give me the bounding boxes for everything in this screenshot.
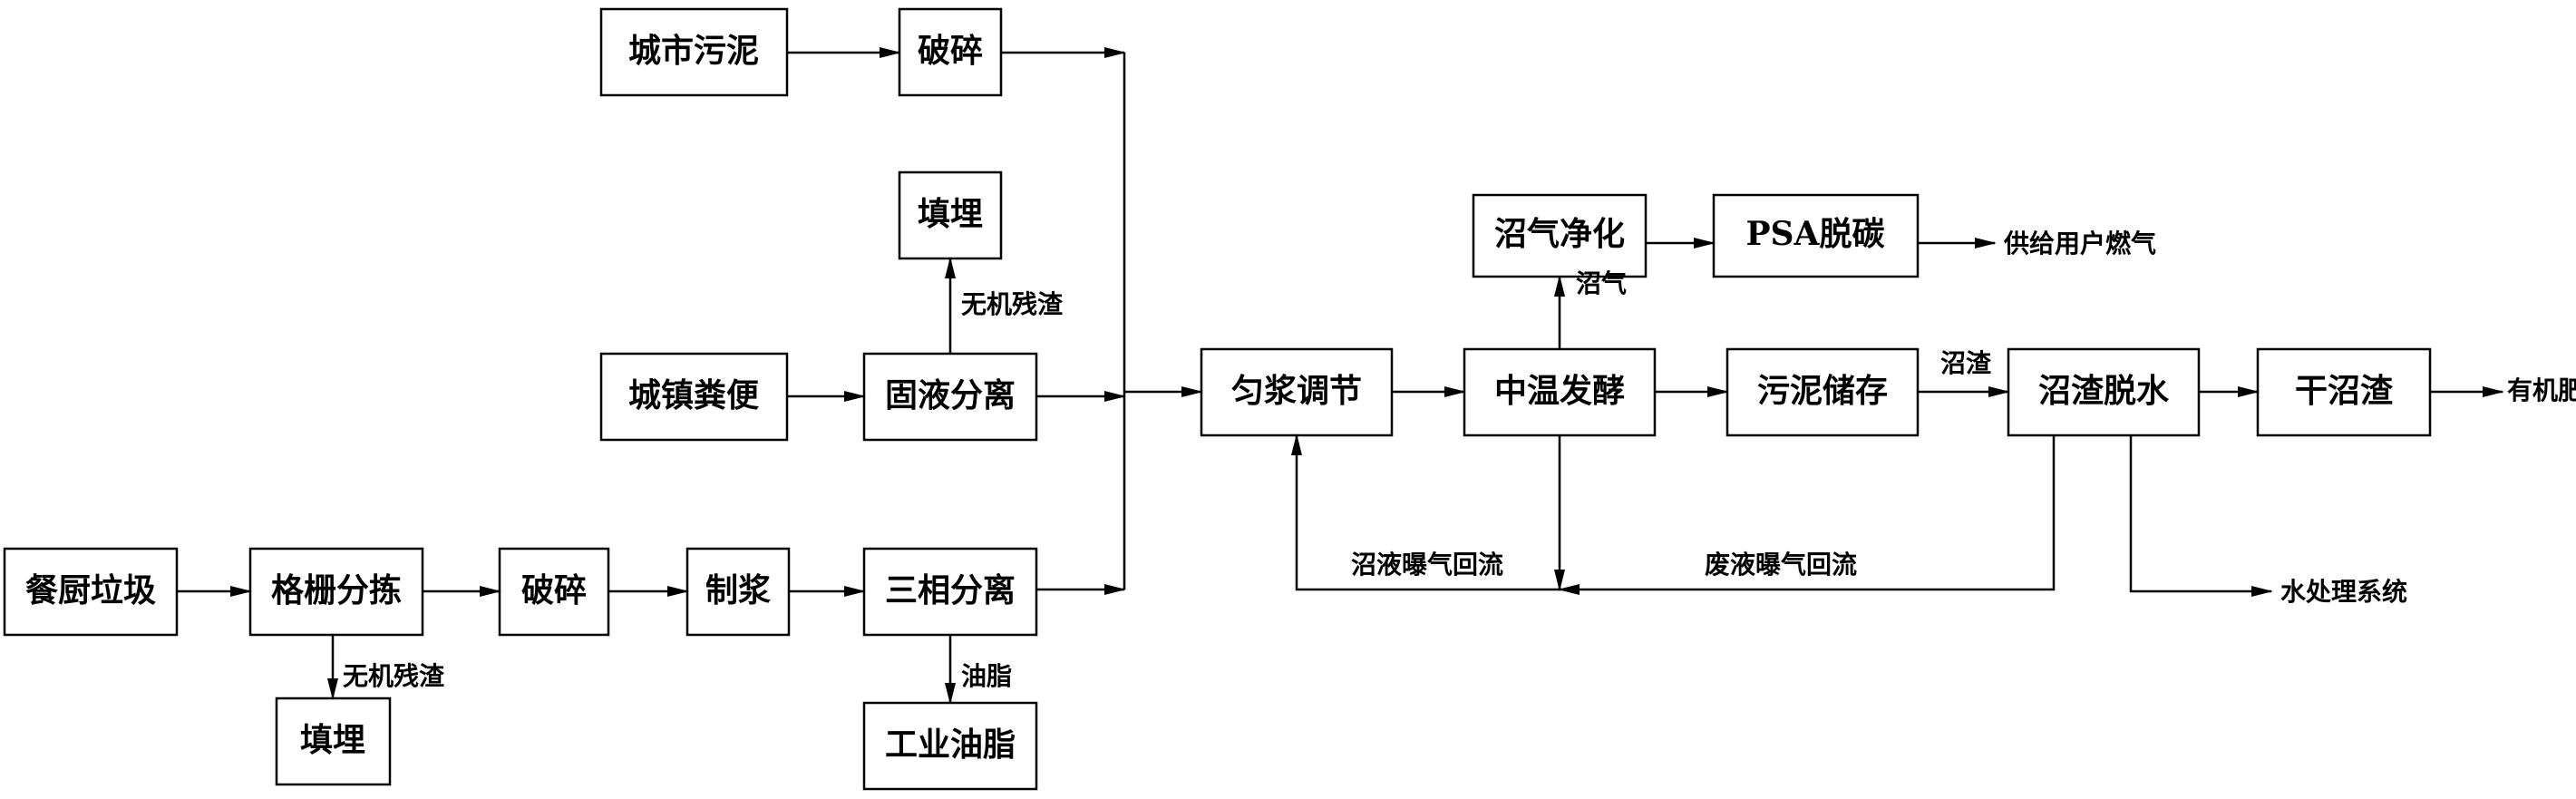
box-label: 中温发酵 bbox=[1494, 372, 1625, 410]
arrow-slurry-reflux-to-homogenize bbox=[1291, 434, 1560, 591]
box-label: 污泥储存 bbox=[1757, 372, 1888, 410]
box-landfill-bottom: 填埋 bbox=[275, 697, 392, 786]
box-three-phase-separation: 三相分离 bbox=[862, 547, 1038, 637]
box-landfill-top: 填埋 bbox=[898, 171, 1003, 260]
box-label: 填埋 bbox=[918, 195, 983, 233]
box-crush-bottom: 破碎 bbox=[498, 547, 610, 637]
box-urban-sludge: 城市污泥 bbox=[599, 7, 789, 97]
box-label: 填埋 bbox=[300, 721, 365, 759]
box-label: 三相分离 bbox=[885, 571, 1016, 609]
label-digestate: 沼渣 bbox=[1940, 348, 1992, 378]
label-slurry-reflux: 沼液曝气回流 bbox=[1351, 550, 1503, 580]
box-grid-sorting: 格栅分拣 bbox=[248, 547, 424, 637]
label-gas-supply: 供给用户燃气 bbox=[2003, 229, 2156, 258]
box-psa-decarbonization: PSA脱碳 bbox=[1712, 193, 1920, 278]
box-label: 固液分离 bbox=[885, 376, 1016, 414]
label-water-treatment: 水处理系统 bbox=[2280, 577, 2407, 607]
box-biogas-purification: 沼气净化 bbox=[1472, 193, 1648, 278]
label-grease: 油脂 bbox=[961, 661, 1012, 691]
label-waste-liquid-reflux: 废液曝气回流 bbox=[1705, 550, 1857, 580]
box-kitchen-waste: 餐厨垃圾 bbox=[3, 547, 179, 637]
box-crush-top: 破碎 bbox=[898, 7, 1003, 97]
label-inorganic-residue-bottom: 无机残渣 bbox=[343, 661, 445, 691]
box-town-feces: 城镇粪便 bbox=[599, 352, 789, 442]
box-label: 工业油脂 bbox=[885, 726, 1016, 764]
box-label: 破碎 bbox=[918, 32, 983, 70]
box-dry-digestate: 干沼渣 bbox=[2256, 347, 2432, 437]
box-label: 城镇粪便 bbox=[628, 376, 760, 414]
box-industrial-grease: 工业油脂 bbox=[862, 701, 1038, 791]
label-inorganic-residue-top: 无机残渣 bbox=[961, 289, 1064, 319]
flow-lines bbox=[177, 47, 2504, 705]
box-label: PSA脱碳 bbox=[1745, 215, 1885, 253]
box-label: 破碎 bbox=[521, 571, 587, 609]
box-homogenize: 匀浆调节 bbox=[1200, 347, 1394, 437]
box-label: 干沼渣 bbox=[2295, 372, 2394, 410]
box-meso-fermentation: 中温发酵 bbox=[1463, 347, 1657, 437]
arrow-dewater-to-water-treatment bbox=[2129, 435, 2273, 597]
box-pulping: 制浆 bbox=[685, 547, 791, 637]
box-label: 匀浆调节 bbox=[1231, 372, 1362, 410]
label-biogas: 沼气 bbox=[1576, 268, 1627, 298]
box-label: 格栅分拣 bbox=[271, 571, 402, 609]
box-label: 沼渣脱水 bbox=[2038, 372, 2170, 410]
box-label: 制浆 bbox=[705, 571, 771, 609]
box-sludge-storage: 污泥储存 bbox=[1725, 347, 1920, 437]
label-organic-fertilizer: 有机肥 bbox=[2507, 375, 2576, 405]
arrow-waste-liquid-reflux bbox=[1558, 435, 2056, 595]
box-label: 城市污泥 bbox=[628, 32, 759, 70]
box-digestate-dewatering: 沼渣脱水 bbox=[2007, 347, 2201, 437]
box-label: 沼气净化 bbox=[1494, 215, 1625, 253]
box-label: 餐厨垃圾 bbox=[25, 571, 156, 609]
box-solid-liquid-separation: 固液分离 bbox=[862, 352, 1038, 442]
